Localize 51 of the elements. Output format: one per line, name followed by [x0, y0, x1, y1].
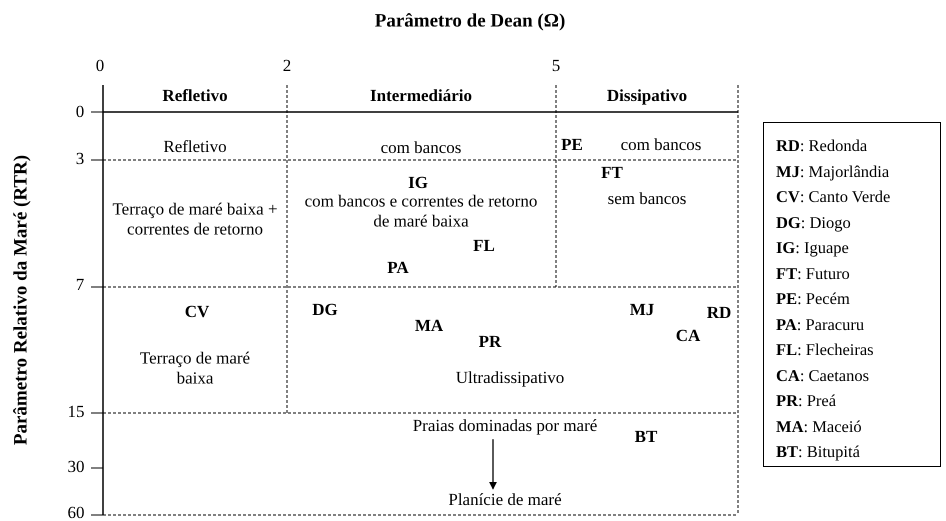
legend-entry: FL: Flecheiras [776, 339, 875, 361]
legend-entry: DG: Diogo [776, 212, 852, 234]
beach-code: FL [473, 236, 495, 256]
tick-label: 0 [96, 56, 104, 76]
column-header: Refletivo [162, 86, 228, 106]
beach-code: PR [478, 332, 502, 352]
beach-code: MA [414, 316, 444, 336]
category-label: Ultradissipativo [456, 368, 564, 388]
tick-label: 3 [76, 148, 84, 170]
category-label: sem bancos [608, 188, 686, 210]
legend-entry: IG: Iguape [776, 237, 850, 259]
tick-label: 30 [68, 456, 84, 478]
category-label: com bancos [620, 134, 702, 156]
category-label: Terraço de maré baixa + correntes de retorno [105, 200, 285, 240]
beach-code: PE [561, 134, 583, 156]
legend-entry: FT: Futuro [776, 262, 851, 284]
tick-label: 0 [76, 102, 84, 122]
beach-code: IG [408, 172, 428, 194]
beach-code: CV [184, 302, 210, 322]
legend-entry: PA: Paracuru [776, 314, 866, 336]
category-label: com bancos e correntes de retorno de maré baixa [296, 192, 546, 232]
column-header: Dissipativo [606, 86, 688, 106]
beach-code: DG [312, 300, 338, 320]
tick-label: 5 [552, 56, 560, 76]
column-header: Intermediário [370, 86, 472, 106]
arrow [489, 439, 497, 490]
category-label: Planície de maré [448, 490, 562, 510]
tick-label: 2 [282, 56, 292, 76]
legend-entry: PR: Preá [776, 390, 838, 412]
legend-entry: BT: Bitupitá [776, 441, 861, 463]
axis-title: Parâmetro de Dean (Ω) [374, 10, 566, 34]
legend-entry: PE: Pecém [776, 288, 851, 310]
beach-code: FT [601, 162, 623, 184]
category-label: Refletivo [163, 136, 227, 158]
category-label: com bancos [380, 138, 462, 158]
legend-entry: MA: Maceió [776, 416, 863, 438]
tick-label: 7 [76, 274, 84, 296]
beach-code: CA [676, 326, 700, 346]
category-label: Praias dominadas por maré [412, 416, 598, 436]
axis-title: Parâmetro Relativo da Maré (RTR) [10, 154, 33, 446]
tick-label: 15 [68, 402, 84, 422]
beach-code: MJ [630, 300, 654, 320]
legend-entry: MJ: Majorlândia [776, 160, 890, 182]
legend-entry: RD: Redonda [776, 135, 868, 157]
beach-code: RD [706, 302, 732, 324]
category-label: Terraço de maré baixa [120, 348, 270, 390]
beach-code: BT [634, 426, 658, 448]
legend-entry: CA: Caetanos [776, 364, 870, 386]
tick-label: 60 [68, 502, 84, 521]
beach-code: PA [387, 258, 409, 278]
legend-entry: CV: Canto Verde [776, 186, 892, 208]
